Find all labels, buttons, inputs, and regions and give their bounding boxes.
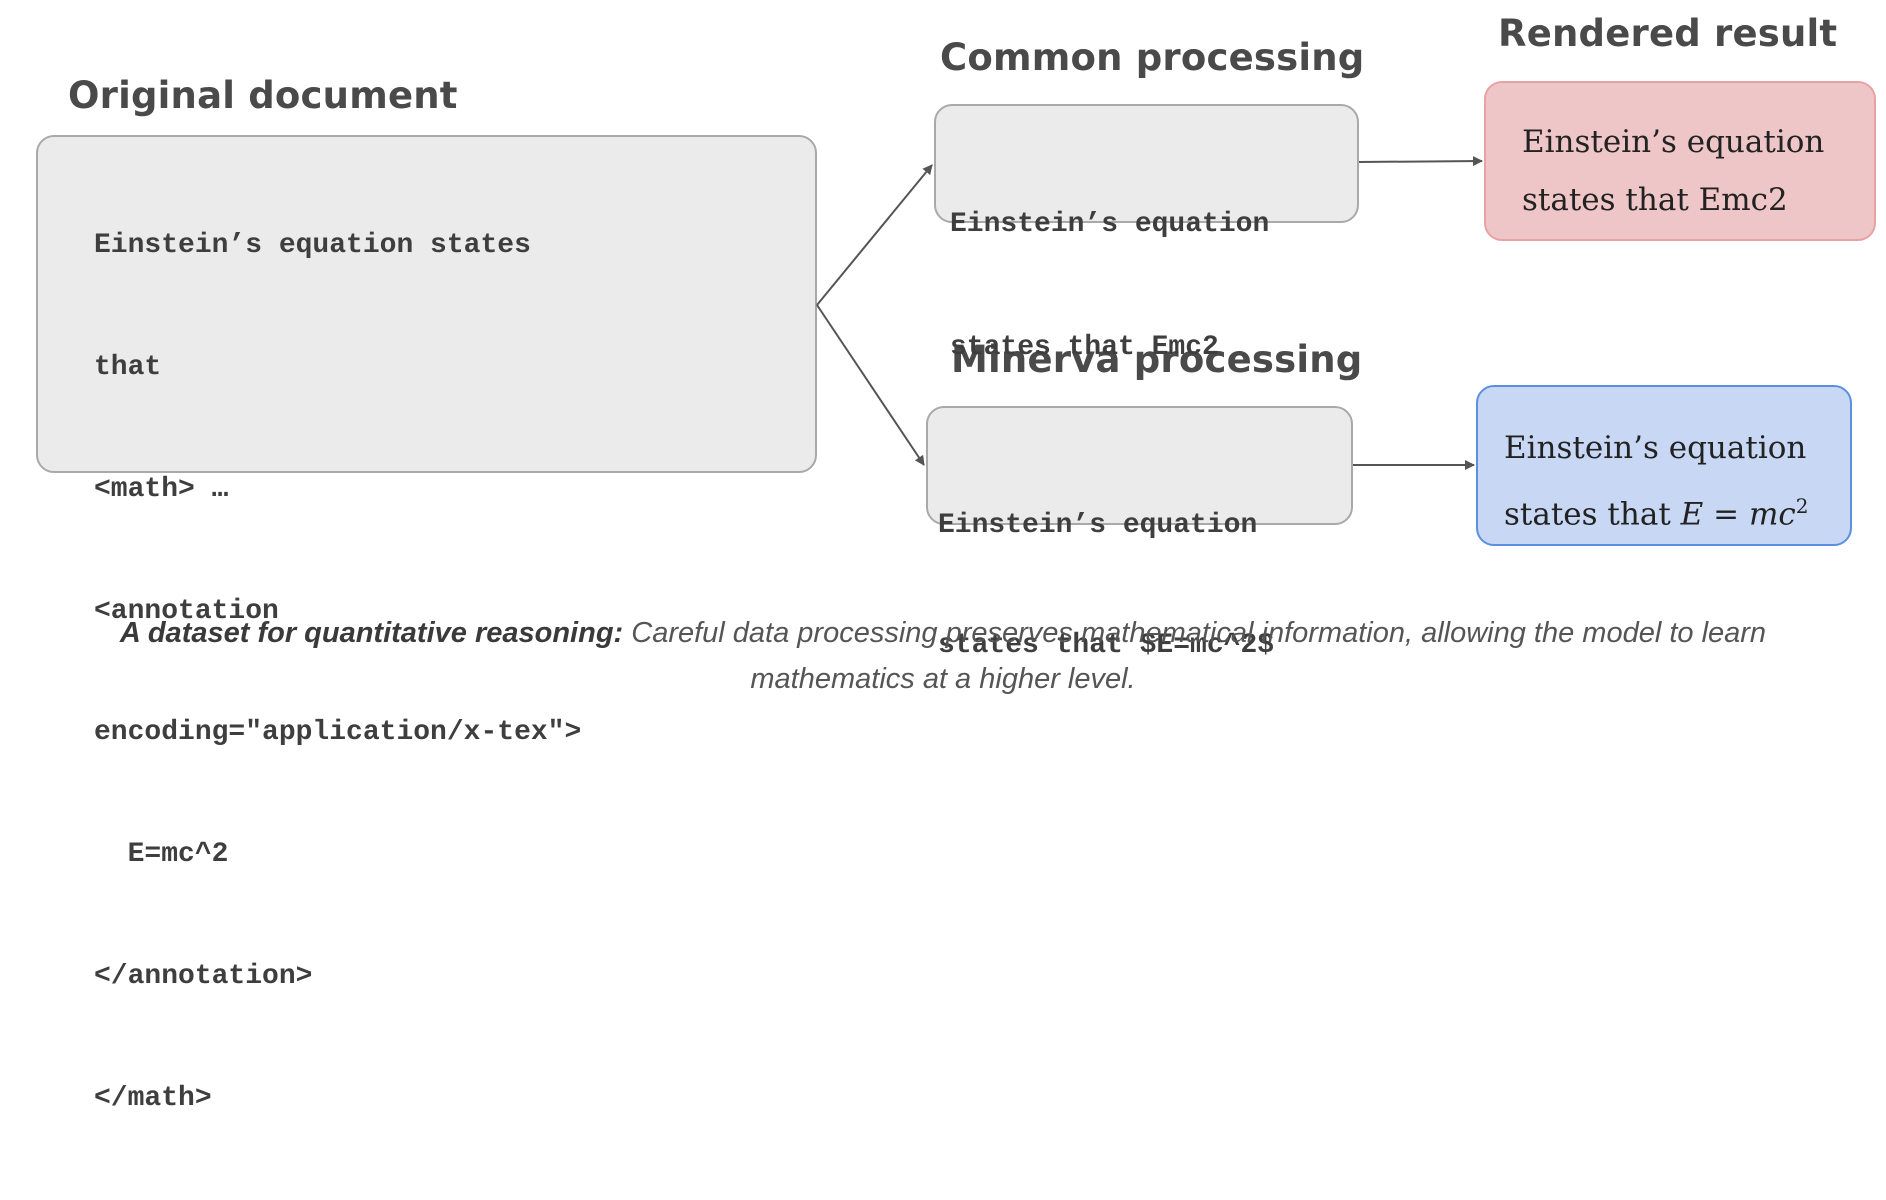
math-base: mc (1748, 496, 1796, 533)
common-processing-box: Einstein’s equation states that Emc2 (934, 104, 1359, 363)
code-line: <annotation (94, 595, 279, 627)
minerva-rendered-box: Einstein’s equation states that E = mc2 (1476, 385, 1852, 546)
flow-arrows (816, 156, 1483, 470)
caption-bold: A dataset for quantitative reasoning: (119, 617, 624, 649)
code-line: Einstein’s equation (950, 209, 1270, 240)
code-line: Einstein’s equation (938, 510, 1258, 541)
arrow-original-to-minerva (816, 304, 925, 466)
rendered-line: Einstein’s equation (1522, 124, 1825, 160)
code-line: <math> … (94, 473, 229, 505)
math-lhs: E (1680, 496, 1704, 533)
rendered-line: states that E = mc2 (1504, 477, 1808, 543)
original-document-heading: Original document (68, 74, 458, 117)
code-line: </annotation> (94, 960, 313, 992)
minerva-processing-heading: Minerva processing (951, 338, 1363, 381)
common-rendered-box: Einstein’s equation states that Emc2 (1484, 81, 1876, 241)
common-rendered-text: Einstein’s equation states that Emc2 (1522, 113, 1824, 229)
code-line: encoding="application/x-tex"> (94, 717, 582, 749)
code-line: </math> (94, 1082, 212, 1114)
rendered-line: Einstein’s equation (1504, 430, 1807, 466)
code-line: E=mc^2 (94, 839, 229, 871)
arrow-common-to-rendered (1358, 156, 1483, 167)
code-line: that (94, 351, 162, 383)
caption-text: Careful data processing preserves mathem… (623, 617, 1767, 695)
minerva-processing-code: Einstein’s equation states that $E=mc^2$ (938, 426, 1274, 746)
minerva-rendered-text: Einstein’s equation states that E = mc2 (1504, 419, 1808, 543)
code-line: Einstein’s equation states (94, 230, 531, 262)
common-processing-code: Einstein’s equation states that Emc2 (950, 122, 1269, 450)
rendered-result-heading: Rendered result (1498, 12, 1838, 55)
code-line: states that Emc2 (950, 332, 1219, 363)
rendered-line: states that Emc2 (1522, 182, 1788, 218)
figure-caption: A dataset for quantitative reasoning: Ca… (60, 610, 1826, 702)
arrow-original-to-common (816, 164, 933, 306)
common-processing-heading: Common processing (940, 36, 1365, 79)
rendered-prefix: states that (1504, 496, 1681, 533)
code-line: states that $E=mc^2$ (938, 630, 1275, 661)
math-equals: = (1703, 496, 1749, 533)
minerva-processing-box: Einstein’s equation states that $E=mc^2$ (926, 406, 1353, 661)
math-exponent: 2 (1795, 494, 1809, 518)
